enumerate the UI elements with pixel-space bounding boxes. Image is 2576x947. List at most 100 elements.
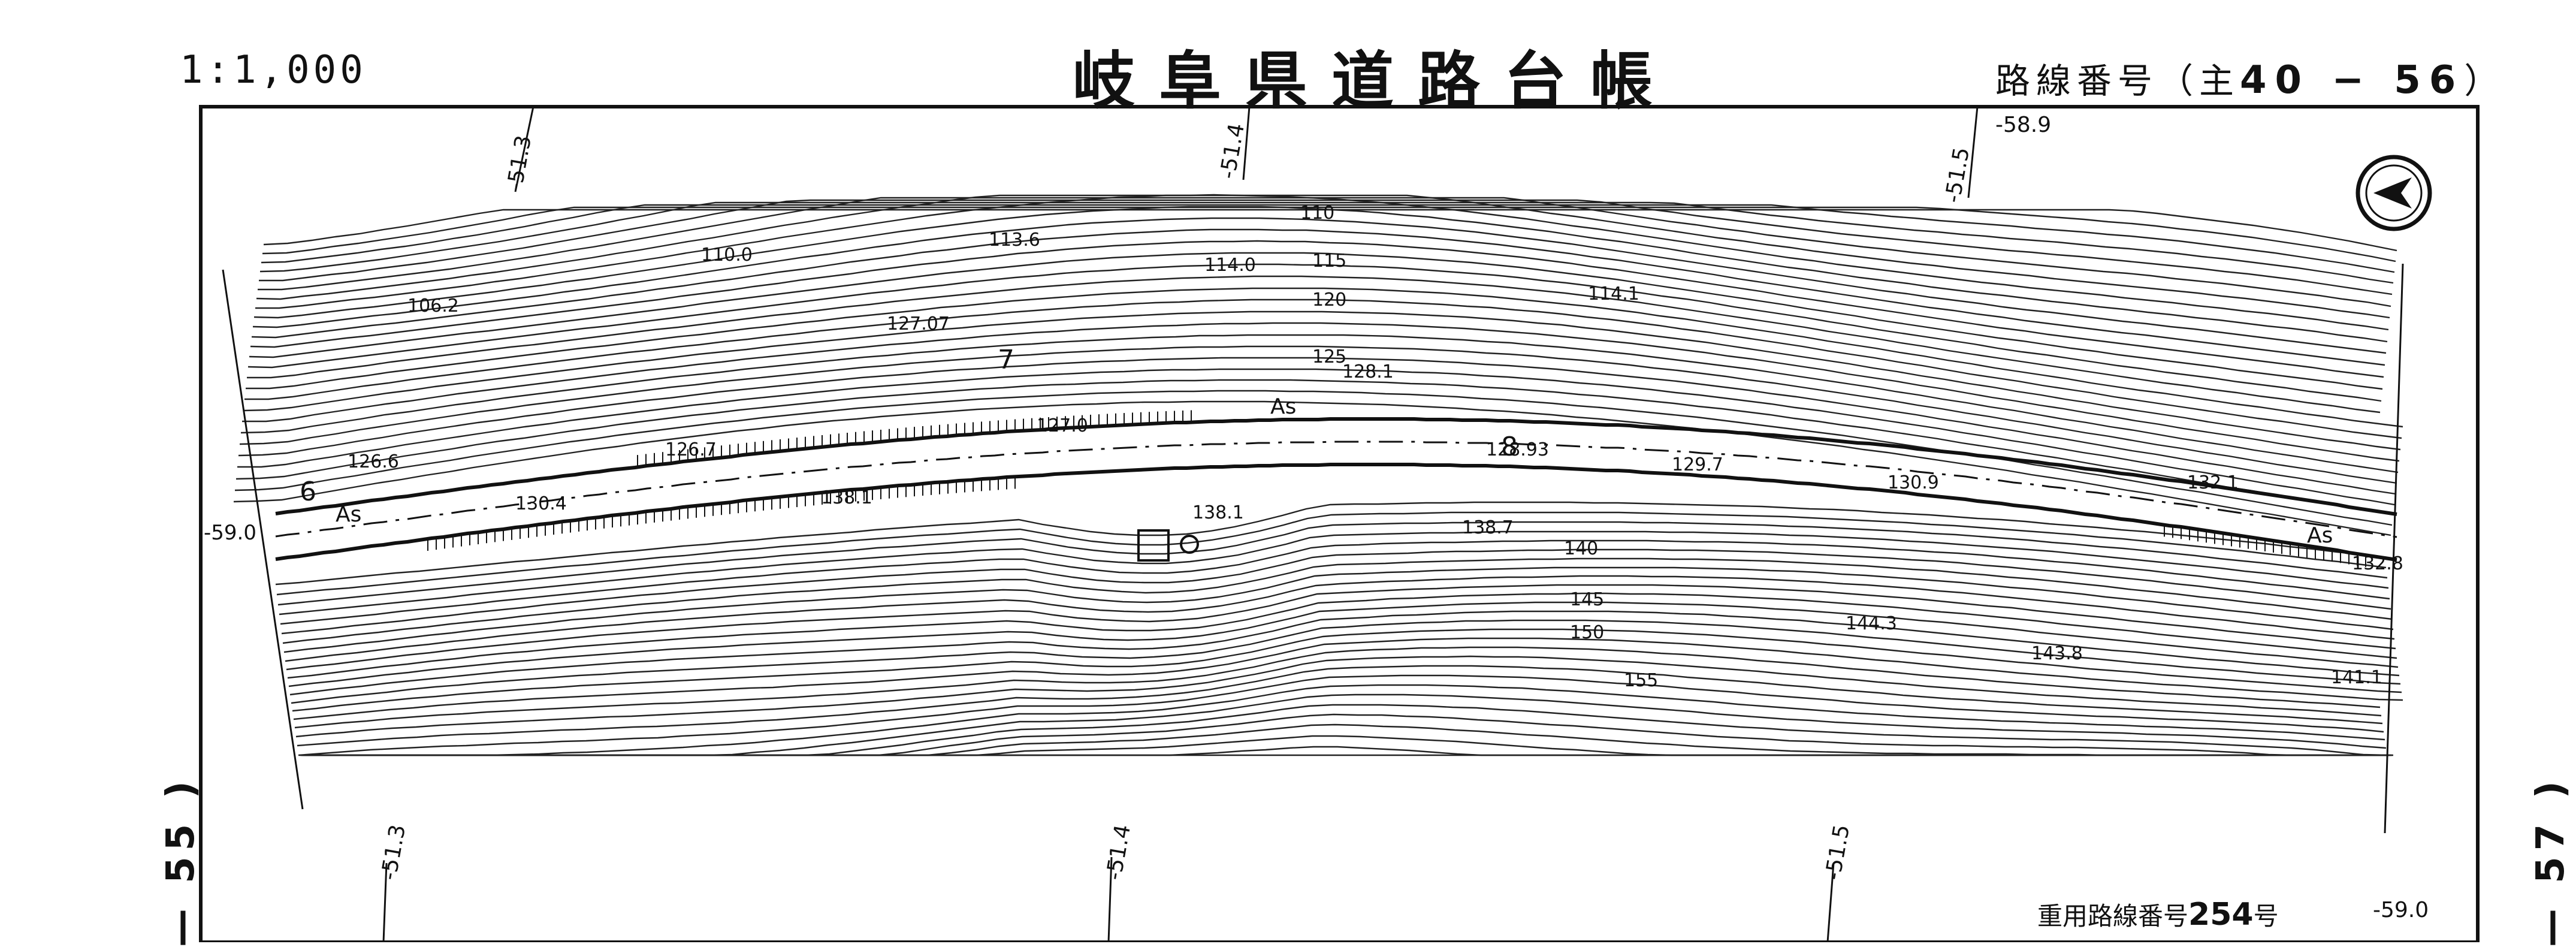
contour-line <box>289 610 2400 696</box>
surface-label: As <box>1270 394 1296 419</box>
contour-line <box>256 194 2390 319</box>
elevation-label: 127.0 <box>1037 415 1088 436</box>
station-number: 7 <box>998 345 1014 375</box>
contour-line <box>259 199 2393 295</box>
north-arrow-icon <box>2355 155 2432 231</box>
grid-label-bottom: -51.4 <box>1101 823 1136 882</box>
contour-line <box>277 521 2388 606</box>
route-number-value: 40 − 56 <box>2240 58 2465 102</box>
adjacent-sheet-right-number: 57 <box>2529 818 2573 883</box>
road-centerline <box>275 441 2397 538</box>
road-edge-upper <box>275 417 2397 516</box>
contour-line <box>295 655 2382 738</box>
adjacent-sheet-left: — 55 ) <box>159 775 203 947</box>
grid-label-bottom: -59.0 <box>2373 898 2429 922</box>
elevation-label: 126.6 <box>348 451 399 472</box>
grid-tick <box>382 862 388 943</box>
contour-line <box>258 197 2391 307</box>
elevation-label: 140 <box>1564 538 1598 559</box>
contour-line <box>244 298 2402 439</box>
contour-line <box>298 674 2384 756</box>
contour-line <box>233 400 2391 536</box>
elevation-label: 114.1 <box>1588 284 1639 304</box>
contour-line <box>297 665 2383 747</box>
contour-line <box>259 201 2394 284</box>
contour-line <box>280 539 2390 625</box>
surface-label: As <box>336 502 361 527</box>
elevation-label: 138.1 <box>1192 502 1244 523</box>
contour-line <box>252 217 2387 354</box>
contour-line <box>247 275 2381 414</box>
elevation-label: 106.2 <box>407 295 459 316</box>
contour-line <box>237 368 2395 506</box>
contour-line <box>292 628 2402 712</box>
elevation-label: 138.7 <box>1462 517 1514 538</box>
grid-tick <box>514 106 534 192</box>
elevation-label: 114.0 <box>1204 255 1256 276</box>
grid-label-left: -59.0 <box>204 521 256 545</box>
elevation-label: 132.8 <box>2352 553 2403 574</box>
contour-line <box>276 511 2387 596</box>
contour-line <box>238 357 2396 495</box>
contour-line <box>303 713 2388 756</box>
contour-line <box>286 584 2396 671</box>
elevation-label: 150 <box>1570 622 1604 643</box>
route-close: ） <box>2464 61 2505 101</box>
elevation-label: 138.1 <box>821 487 872 508</box>
route-number: 路線番号（主40 − 56） <box>1995 53 2505 103</box>
elevation-label: 126.7 <box>665 439 717 460</box>
contour-line <box>300 684 2385 756</box>
contour-line <box>287 592 2397 679</box>
grid-label-top: -51.3 <box>502 134 536 193</box>
road <box>222 263 2404 834</box>
elevation-label: 130.9 <box>1888 472 1939 493</box>
grid-tick <box>1967 106 1979 198</box>
contour-line <box>234 390 2393 526</box>
elevation-label: 127.07 <box>887 313 950 334</box>
contour-line <box>288 601 2399 687</box>
dup-route-value: 254 <box>2188 897 2254 933</box>
contour-line <box>275 501 2385 586</box>
elevation-label: 143.8 <box>2031 643 2083 664</box>
road-edge-lower <box>275 463 2397 562</box>
contour-line <box>282 557 2393 644</box>
elevation-label: 120 <box>1312 289 1346 310</box>
map-scale: 1:1,000 <box>180 48 367 92</box>
map-labels: -51.3-51.4-51.5-58.9-51.3-51.4-51.5-59.0… <box>204 113 2429 922</box>
dup-route-label: 重用路線番号 <box>2037 901 2189 931</box>
contour-line <box>243 310 2401 451</box>
drawing-boundary-left <box>222 269 304 810</box>
station-number: 6 <box>300 476 316 507</box>
grid-tick <box>1107 856 1113 943</box>
contour-line <box>283 566 2394 653</box>
grid-ticks <box>382 106 1979 943</box>
contour-line <box>262 206 2396 263</box>
grid-label-top: -58.9 <box>1995 113 2051 137</box>
contour-line <box>235 379 2394 516</box>
adjacent-sheet-left-number: 55 <box>159 818 203 883</box>
elevation-label: 141.1 <box>2331 667 2382 688</box>
elevation-label: 110 <box>1300 203 1334 224</box>
contour-line <box>242 322 2400 462</box>
contour-line <box>250 240 2384 378</box>
page-title: 岐阜県道路台帳 <box>1073 44 1677 117</box>
contour-line <box>279 530 2389 616</box>
elevation-label: 132.1 <box>2187 472 2239 493</box>
building <box>1137 529 1199 562</box>
elevation-label: 110.0 <box>701 245 753 266</box>
elevation-label: 129.7 <box>1672 454 1723 475</box>
contour-line <box>293 637 2403 720</box>
contour-line <box>251 228 2385 366</box>
contour-line <box>291 619 2401 704</box>
elevation-label: 144.3 <box>1846 613 1897 634</box>
elevation-label: 125 <box>1312 346 1346 367</box>
elevation-label: 155 <box>1624 670 1658 691</box>
contour-line <box>263 209 2397 252</box>
grid-label-bottom: -51.5 <box>1820 823 1855 882</box>
elevation-label: 113.6 <box>989 230 1040 251</box>
grid-label-bottom: -51.3 <box>376 823 410 882</box>
contour-line <box>281 548 2391 635</box>
elevation-label: 128.93 <box>1486 439 1549 460</box>
elevation-label: 128.1 <box>1342 361 1394 382</box>
